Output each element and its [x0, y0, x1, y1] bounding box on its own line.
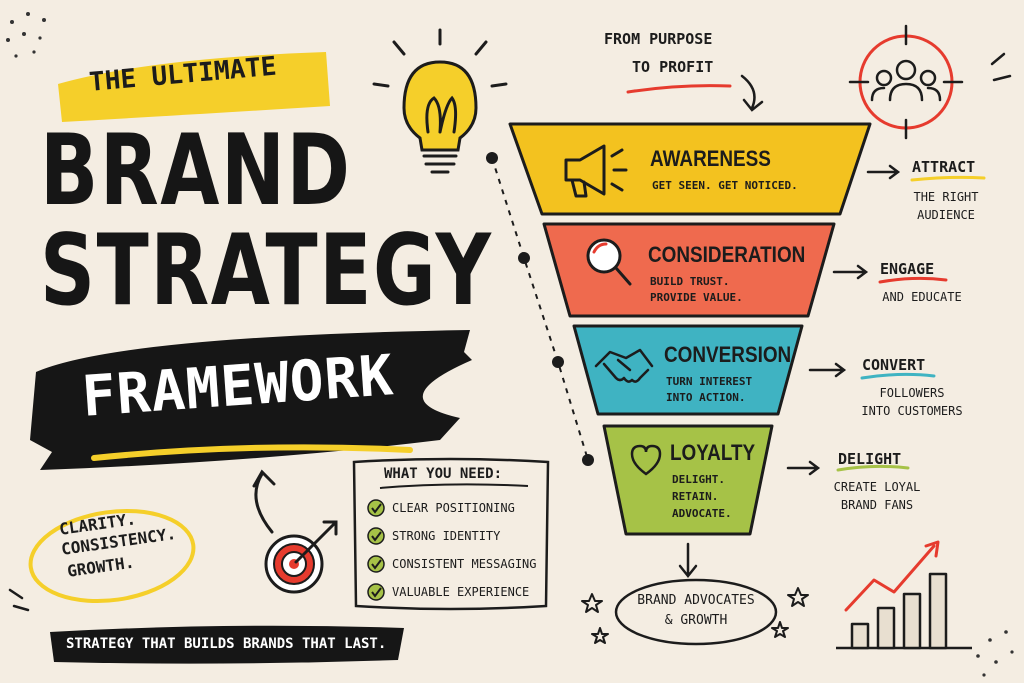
side-delight-head: DELIGHT	[838, 450, 902, 468]
needs-title: WHAT YOU NEED:	[384, 466, 503, 482]
funnel-intro-line2: TO PROFIT	[632, 58, 714, 76]
dots-decoration	[6, 12, 46, 58]
magnifier-icon	[586, 238, 632, 286]
side-convert-sub: INTO CUSTOMERS	[861, 404, 963, 418]
checkmark-icon	[367, 555, 385, 573]
needs-item: CONSISTENT MESSAGING	[392, 557, 537, 571]
side-underlines	[836, 175, 986, 472]
checkmark-icon	[367, 527, 385, 545]
side-convert-sub: FOLLOWERS	[879, 386, 945, 400]
side-engage-sub: AND EDUCATE	[882, 290, 962, 304]
needs-title-underline	[379, 483, 529, 489]
star-icon	[591, 627, 609, 644]
side-delight-sub: BRAND FANS	[840, 498, 914, 512]
stage-consideration-sub: BUILD TRUST.	[650, 275, 730, 288]
funnel-intro-line1: FROM PURPOSE	[604, 30, 713, 48]
stage-conversion-sub: INTO ACTION.	[666, 391, 746, 404]
needs-item: VALUABLE EXPERIENCE	[392, 585, 530, 599]
side-engage-head: ENGAGE	[880, 260, 935, 278]
side-attract-sub: AUDIENCE	[917, 208, 975, 222]
spark-decoration	[8, 588, 30, 612]
intro-underline	[626, 84, 732, 94]
star-icon	[581, 593, 603, 613]
stage-loyalty-sub: ADVOCATE.	[672, 507, 732, 520]
target-icon	[264, 520, 338, 594]
outcome-arrow	[678, 542, 698, 579]
tagline-ellipse	[28, 508, 196, 604]
stage-consideration-title: CONSIDERATION	[648, 242, 806, 267]
intro-arrow	[740, 74, 764, 112]
eyebrow-highlight	[58, 52, 330, 122]
needs-item: CLEAR POSITIONING	[392, 501, 515, 515]
needs-item: STRONG IDENTITY	[392, 529, 501, 543]
star-icons	[581, 587, 809, 644]
stage-conversion-title: CONVERSION	[664, 342, 792, 367]
heart-icon	[630, 444, 662, 476]
title-brand: BRAND	[40, 114, 352, 228]
curved-arrow	[252, 469, 276, 534]
outcome-line1: BRAND ADVOCATES	[637, 593, 755, 608]
footer-banner-bg	[50, 625, 404, 664]
framework-brush	[30, 330, 472, 470]
side-arrows	[786, 164, 901, 476]
stage-loyalty-sub: DELIGHT.	[672, 473, 725, 486]
outcome-ellipse	[614, 578, 778, 646]
star-icon	[787, 587, 809, 607]
checkmark-icon	[367, 499, 385, 517]
audience-target-icon	[848, 24, 1012, 140]
star-icon	[771, 621, 789, 638]
lightbulb-icon	[372, 28, 508, 174]
stage-loyalty-shape	[602, 424, 774, 536]
handshake-icon	[594, 348, 654, 383]
stage-conversion-shape	[572, 324, 804, 416]
needs-box	[352, 457, 550, 611]
side-convert-head: CONVERT	[862, 356, 926, 374]
stage-consideration-sub: PROVIDE VALUE.	[650, 291, 743, 304]
dots-decoration-bottom	[976, 630, 1014, 677]
growth-chart-icon	[836, 540, 972, 650]
stage-loyalty-title: LOYALTY	[670, 440, 756, 465]
side-delight-sub: CREATE LOYAL	[833, 480, 921, 494]
footer-banner-text: STRATEGY THAT BUILDS BRANDS THAT LAST.	[66, 636, 387, 652]
stage-awareness-sub: GET SEEN. GET NOTICED.	[652, 179, 798, 192]
checkmark-icon	[367, 583, 385, 601]
side-attract-sub: THE RIGHT	[913, 190, 979, 204]
stage-loyalty-sub: RETAIN.	[672, 490, 719, 503]
funnel-connector	[491, 157, 589, 461]
side-attract-head: ATTRACT	[912, 158, 976, 176]
stage-awareness-title: AWARENESS	[650, 146, 771, 171]
outcome-line2: & GROWTH	[664, 613, 728, 628]
stage-conversion-sub: TURN INTEREST	[666, 375, 753, 388]
framework-underline	[91, 444, 413, 461]
title-strategy: STRATEGY	[40, 214, 493, 328]
connector-dots	[486, 152, 594, 466]
checkmark-icons	[367, 499, 385, 601]
megaphone-icon	[564, 144, 628, 198]
